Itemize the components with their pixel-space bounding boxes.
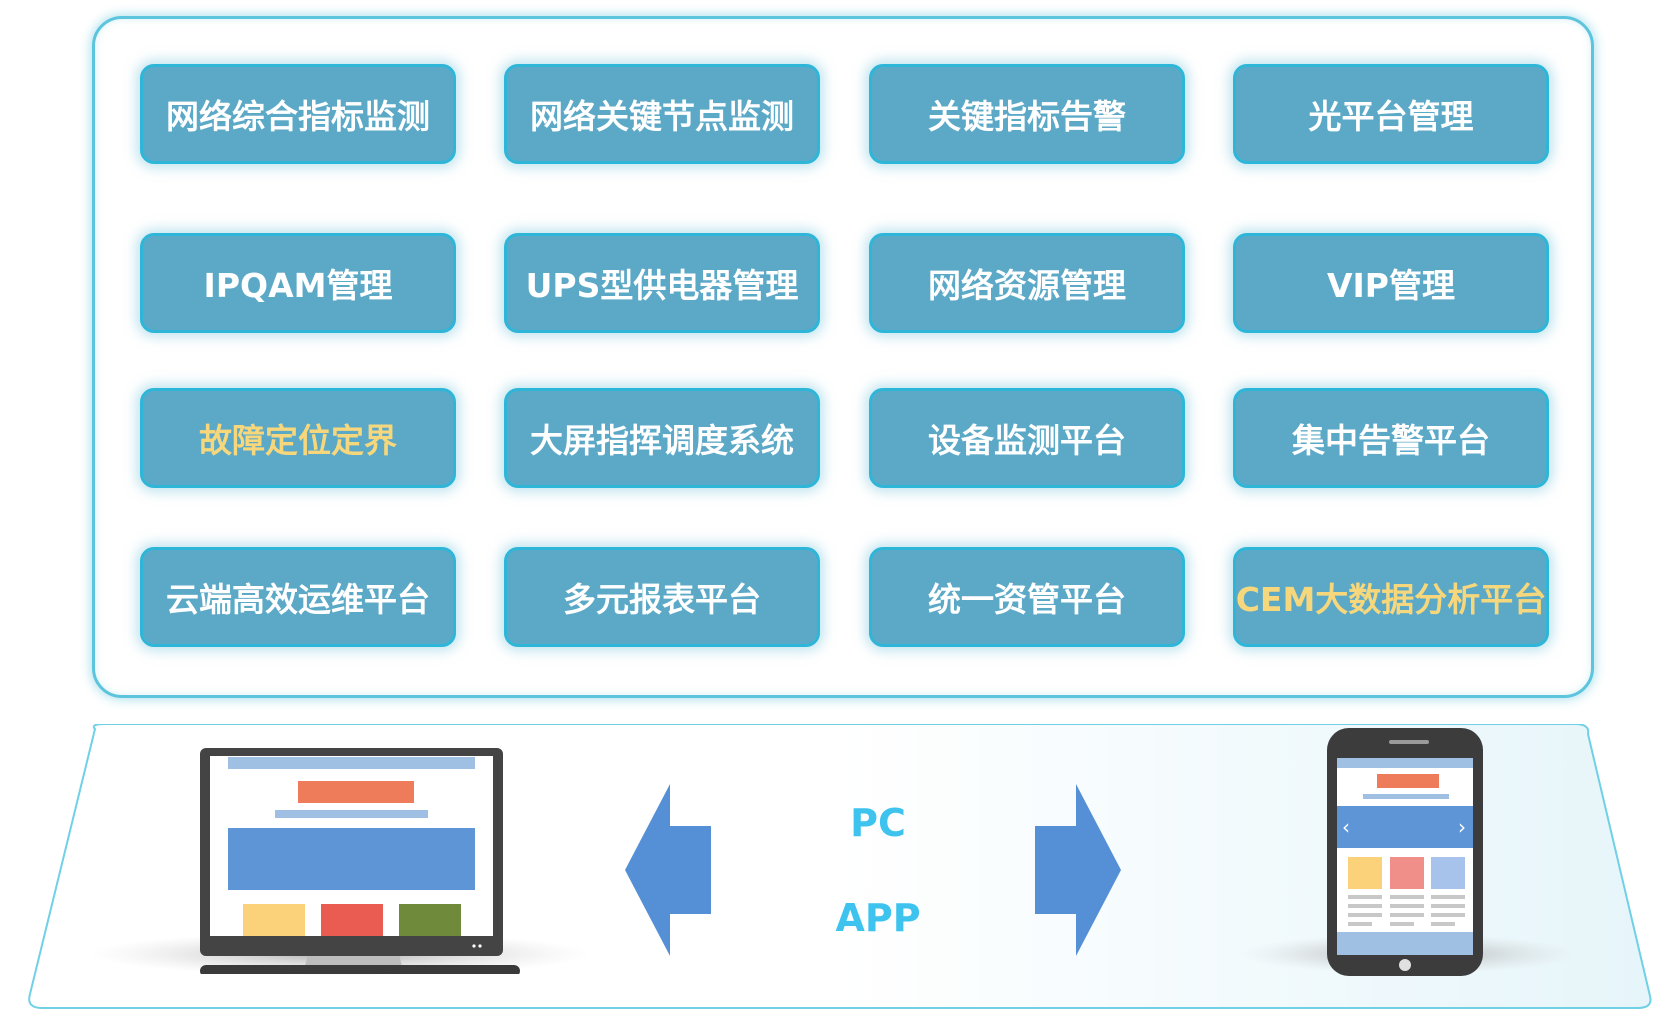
module-cem-big-data-platform[interactable]: CEM大数据分析平台 xyxy=(1233,547,1549,647)
module-optical-platform-management[interactable]: 光平台管理 xyxy=(1233,64,1549,164)
module-fault-location[interactable]: 故障定位定界 xyxy=(140,388,456,488)
svg-text:›: › xyxy=(1458,815,1466,839)
module-unified-resource-platform[interactable]: 统一资管平台 xyxy=(869,547,1185,647)
module-device-monitoring-platform[interactable]: 设备监测平台 xyxy=(869,388,1185,488)
pc-label: PC xyxy=(850,801,906,845)
module-vip-management[interactable]: VIP管理 xyxy=(1233,233,1549,333)
module-key-indicator-alarm[interactable]: 关键指标告警 xyxy=(869,64,1185,164)
app-label: APP xyxy=(835,896,921,940)
arrow-right-icon xyxy=(1035,784,1121,956)
svg-text:‹: ‹ xyxy=(1342,815,1350,839)
module-panel: 网络综合指标监测 网络关键节点监测 关键指标告警 光平台管理 IPQAM管理 U… xyxy=(92,16,1594,698)
module-multi-report-platform[interactable]: 多元报表平台 xyxy=(504,547,820,647)
desktop-monitor-icon xyxy=(200,748,520,974)
module-cloud-operations-platform[interactable]: 云端高效运维平台 xyxy=(140,547,456,647)
module-network-composite-monitoring[interactable]: 网络综合指标监测 xyxy=(140,64,456,164)
module-ipqam-management[interactable]: IPQAM管理 xyxy=(140,233,456,333)
module-big-screen-command[interactable]: 大屏指挥调度系统 xyxy=(504,388,820,488)
client-platform-stage: PC APP ‹ › xyxy=(20,724,1660,1010)
module-network-resource-management[interactable]: 网络资源管理 xyxy=(869,233,1185,333)
module-network-key-node-monitoring[interactable]: 网络关键节点监测 xyxy=(504,64,820,164)
mobile-phone-icon: ‹ › xyxy=(1327,728,1483,976)
arrow-left-icon xyxy=(625,784,711,956)
module-centralized-alarm-platform[interactable]: 集中告警平台 xyxy=(1233,388,1549,488)
module-ups-power-management[interactable]: UPS型供电器管理 xyxy=(504,233,820,333)
